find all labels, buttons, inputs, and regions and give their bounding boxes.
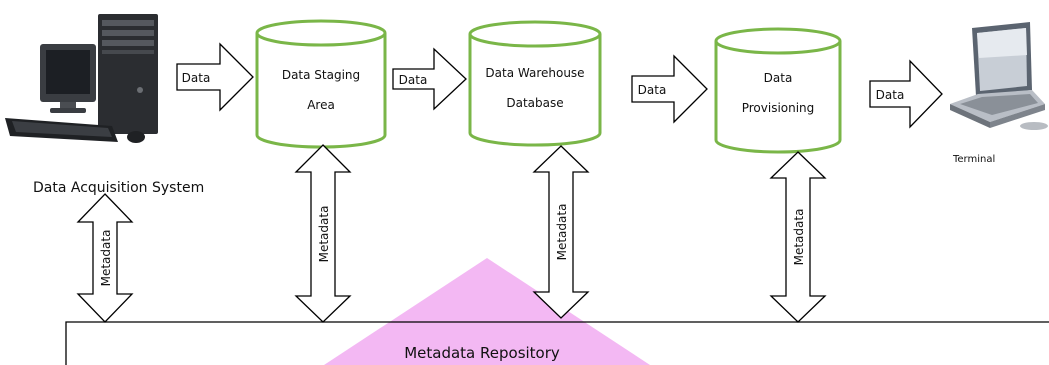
staging-label-line1: Data Staging: [282, 68, 360, 82]
provisioning-label-line1: Data: [764, 71, 793, 85]
metadata-arrow-1-label: Metadata: [99, 230, 113, 287]
metadata-arrow-3: Metadata: [532, 145, 590, 319]
metadata-arrow-4-label: Metadata: [792, 209, 806, 266]
laptop-icon: [950, 22, 1048, 130]
metadata-arrow-3-label: Metadata: [555, 204, 569, 261]
metadata-repository-label: Metadata Repository: [404, 344, 560, 362]
terminal-label: Terminal: [952, 154, 995, 165]
data-staging-area-cylinder: Data Staging Area: [255, 19, 387, 149]
data-provisioning-cylinder: Data Provisioning: [714, 27, 842, 154]
data-arrow-1: Data: [176, 42, 254, 112]
warehouse-label-line2: Database: [506, 96, 563, 110]
metadata-arrow-2-label: Metadata: [317, 206, 331, 263]
metadata-arrow-4: Metadata: [769, 151, 827, 323]
watermark-triangle: [324, 258, 650, 365]
data-acquisition-system-label: Data Acquisition System: [33, 180, 204, 196]
metadata-arrow-1: Metadata: [76, 193, 134, 323]
data-arrow-4-label: Data: [876, 88, 905, 102]
metadata-repository-box: [65, 321, 1049, 365]
data-arrow-3: Data: [631, 54, 708, 124]
warehouse-label-line1: Data Warehouse: [485, 66, 584, 80]
data-arrow-1-label: Data: [182, 71, 211, 85]
data-warehouse-database-cylinder: Data Warehouse Database: [468, 20, 602, 147]
data-arrow-2-label: Data: [399, 73, 428, 87]
metadata-arrow-2: Metadata: [294, 144, 352, 323]
staging-label-line2: Area: [307, 98, 335, 112]
data-arrow-3-label: Data: [638, 83, 667, 97]
data-arrow-2: Data: [392, 47, 467, 111]
provisioning-label-line2: Provisioning: [742, 101, 815, 115]
data-arrow-4: Data: [869, 59, 943, 129]
desktop-computer-icon: [5, 14, 158, 143]
